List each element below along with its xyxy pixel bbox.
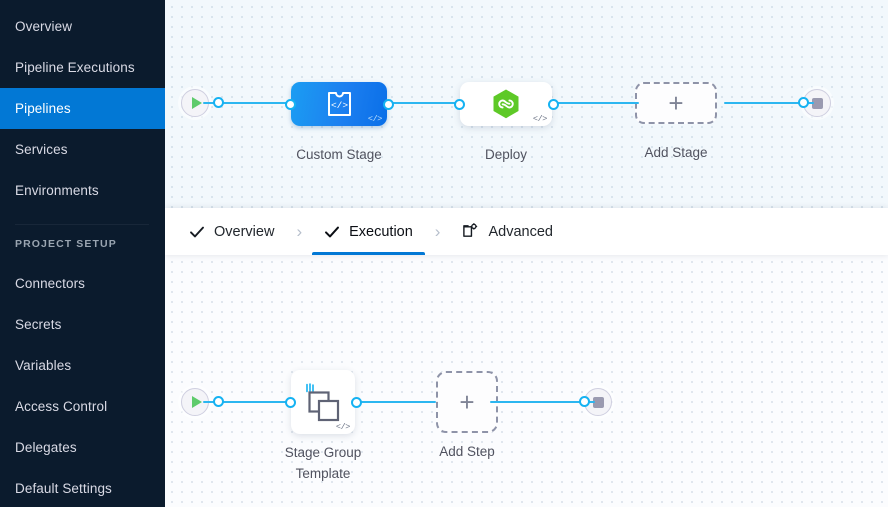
sidebar-item-label: Pipelines: [15, 101, 71, 116]
add-step-node[interactable]: + Add Step: [436, 371, 498, 459]
custom-stage-box[interactable]: </> </>: [291, 82, 387, 126]
sidebar-item-pipeline-executions[interactable]: Pipeline Executions: [0, 47, 165, 88]
sidebar-item-label: Pipeline Executions: [15, 60, 135, 75]
check-icon: [189, 224, 205, 240]
stage-label-custom-stage: Custom Stage: [296, 147, 382, 162]
sidebar-item-label: Environments: [15, 183, 99, 198]
stage-label-deploy: Deploy: [484, 147, 528, 162]
sidebar-item-label: Delegates: [15, 440, 77, 455]
tab-label: Advanced: [488, 223, 553, 240]
stop-icon: [592, 396, 604, 408]
sidebar-item-secrets[interactable]: Secrets: [0, 304, 165, 345]
deploy-input-port[interactable]: [454, 99, 465, 110]
execution-step-canvas[interactable]: </> Stage Group Template + Add Step: [165, 255, 888, 507]
tab-separator-icon: ›: [434, 221, 441, 241]
sidebar-item-label: Services: [15, 142, 68, 157]
sidebar-item-label: Overview: [15, 19, 73, 34]
stop-node[interactable]: [579, 388, 612, 416]
stage-config-tabbar: Overview › Execution › Advanced: [165, 208, 888, 255]
stop-node[interactable]: [798, 89, 831, 117]
stop-input-port[interactable]: [579, 396, 590, 407]
sidebar-divider: [15, 224, 149, 225]
sidebar-item-services[interactable]: Services: [0, 129, 165, 170]
stage-canvas[interactable]: </> </> Custom Stage </>: [165, 0, 888, 208]
check-icon: [324, 224, 340, 240]
play-icon: [191, 396, 202, 408]
add-step-button[interactable]: +: [436, 371, 498, 433]
tab-execution[interactable]: Execution: [312, 208, 425, 255]
sidebar-item-label: Access Control: [15, 399, 108, 414]
step-label-add-step: Add Step: [439, 444, 495, 459]
deploy-output-port[interactable]: [548, 99, 559, 110]
custom-stage-output-port[interactable]: [383, 99, 394, 110]
template-badge: </>: [335, 422, 351, 432]
custom-stage-template-icon: </>: [327, 92, 351, 116]
stage-node-custom-stage[interactable]: </> </> Custom Stage: [285, 82, 394, 162]
tab-label: Execution: [349, 223, 413, 240]
start-output-port[interactable]: [213, 97, 224, 108]
play-icon: [191, 97, 202, 109]
edge-custom-stage-to-deploy: [389, 102, 464, 105]
edge-deploy-to-add-stage: [554, 102, 639, 105]
add-stage-node[interactable]: + Add Stage: [635, 82, 717, 160]
plus-icon: +: [459, 387, 475, 417]
add-stage-button[interactable]: +: [635, 82, 717, 124]
step-label-stage-group-template: Stage Group Template: [284, 445, 362, 481]
template-badge: </>: [532, 114, 548, 124]
stage-node-deploy[interactable]: </> Deploy: [454, 82, 559, 162]
stop-input-port[interactable]: [798, 97, 809, 108]
stage-label-add-stage: Add Stage: [644, 145, 708, 160]
sidebar-item-label: Default Settings: [15, 481, 112, 496]
sidebar-item-default-settings[interactable]: Default Settings: [0, 468, 165, 507]
stage-group-output-port[interactable]: [351, 397, 362, 408]
step-node-stage-group-template[interactable]: </> Stage Group Template: [285, 370, 362, 481]
edge-add-step-to-stop: [490, 401, 595, 404]
sidebar-item-pipelines[interactable]: Pipelines: [0, 88, 165, 129]
start-output-port[interactable]: [213, 396, 224, 407]
template-badge: </>: [367, 114, 383, 124]
sidebar-item-environments[interactable]: Environments: [0, 170, 165, 211]
advanced-settings-icon: [462, 223, 479, 240]
custom-stage-input-port[interactable]: [285, 99, 296, 110]
sidebar-item-overview[interactable]: Overview: [0, 6, 165, 47]
edge-add-stage-to-stop: [724, 102, 814, 105]
edge-start-to-stage-group: [203, 401, 298, 404]
sidebar-item-label: Variables: [15, 358, 72, 373]
stage-group-template-box[interactable]: </>: [291, 370, 355, 434]
sidebar-item-variables[interactable]: Variables: [0, 345, 165, 386]
deploy-stage-box[interactable]: </>: [460, 82, 552, 126]
main-pane: </> </> Custom Stage </>: [165, 0, 888, 507]
tab-overview[interactable]: Overview: [177, 208, 286, 255]
sidebar-item-label: Secrets: [15, 317, 62, 332]
step-group-icon: [306, 383, 340, 422]
stage-group-input-port[interactable]: [285, 397, 296, 408]
sidebar-item-delegates[interactable]: Delegates: [0, 427, 165, 468]
tab-separator-icon: ›: [296, 221, 303, 241]
edge-start-to-custom-stage: [203, 102, 298, 105]
stop-icon: [811, 97, 823, 109]
sidebar-item-connectors[interactable]: Connectors: [0, 263, 165, 304]
svg-text:</>: </>: [330, 100, 347, 111]
tab-advanced[interactable]: Advanced: [450, 208, 565, 255]
plus-icon: +: [668, 88, 684, 118]
left-sidebar: Overview Pipeline Executions Pipelines S…: [0, 0, 165, 507]
sidebar-section-title: PROJECT SETUP: [15, 238, 117, 250]
deploy-hexagon-icon: [493, 89, 519, 119]
sidebar-item-label: Connectors: [15, 276, 86, 291]
sidebar-item-access-control[interactable]: Access Control: [0, 386, 165, 427]
tab-label: Overview: [214, 223, 275, 240]
edge-stage-group-to-add-step: [361, 401, 436, 404]
